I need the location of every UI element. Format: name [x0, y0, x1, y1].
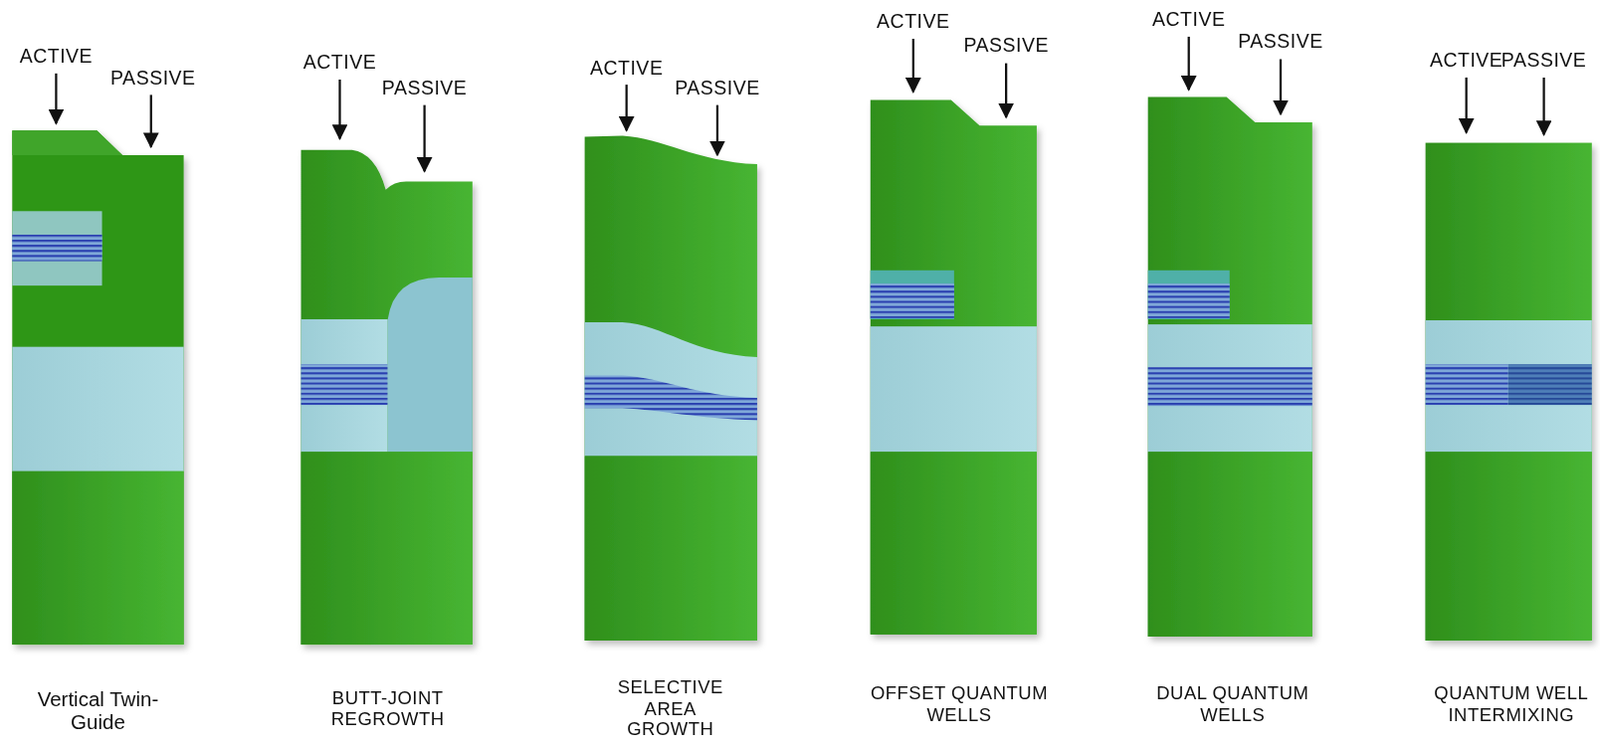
method-caption: BUTT-JOINT REGROWTH	[301, 687, 475, 730]
region-label: ACTIVE	[303, 50, 377, 73]
method-caption: SELECTIVE AREA GROWTH	[603, 677, 737, 742]
region-label: ACTIVE	[876, 9, 950, 32]
region-label: PASSIVE	[963, 34, 1049, 57]
region-label: PASSIVE	[110, 67, 197, 90]
region-label: PASSIVE	[1501, 48, 1588, 71]
region-label: ACTIVE	[590, 56, 663, 79]
region-label: ACTIVE	[1429, 48, 1503, 71]
method-caption: DUAL QUANTUM WELLS	[1141, 683, 1326, 726]
region-label: ACTIVE	[1152, 7, 1225, 30]
method-caption: OFFSET QUANTUM WELLS	[867, 683, 1052, 726]
region-label: PASSIVE	[382, 77, 468, 100]
region-label: ACTIVE	[19, 44, 93, 67]
method-caption: QUANTUM WELL INTERMIXING	[1426, 683, 1596, 726]
region-label: PASSIVE	[1237, 30, 1324, 53]
region-label: PASSIVE	[674, 77, 761, 100]
method-caption: Vertical Twin-Guide	[36, 687, 160, 735]
